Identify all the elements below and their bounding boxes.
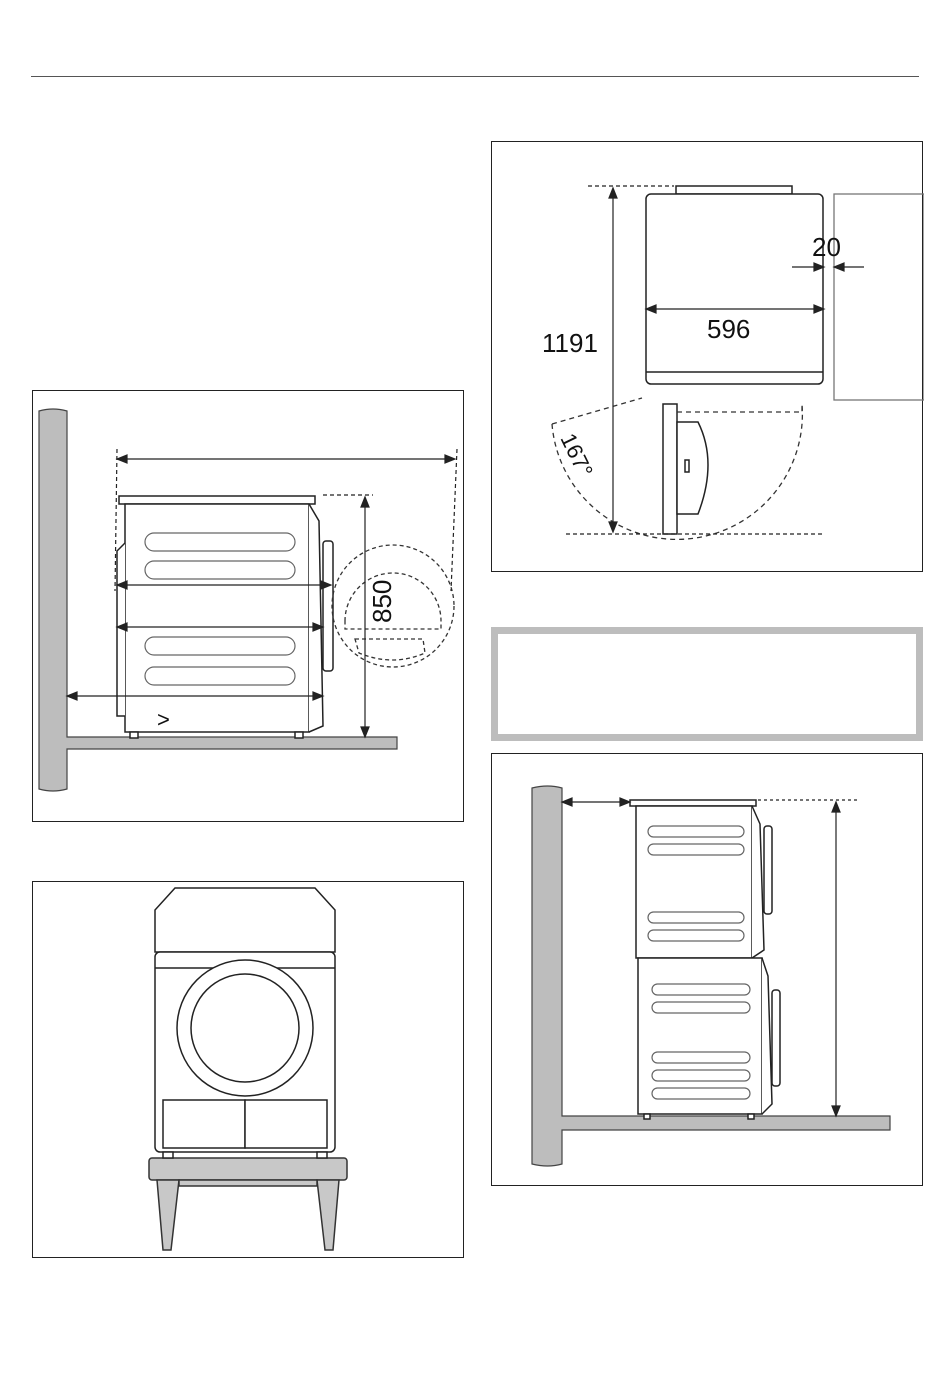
upper-dryer: [630, 800, 772, 958]
stand-view-figure: [32, 881, 464, 1258]
dryer-front: [155, 888, 335, 1158]
side-view-figure: 850 >: [32, 390, 464, 822]
stand: [149, 1158, 347, 1250]
lower-washer: [638, 958, 780, 1119]
total-height-1191-label: 1191: [542, 328, 598, 358]
cabinet-neighbour: [834, 194, 924, 400]
width-596-label: 596: [707, 314, 750, 344]
door-angle-label: 167°: [556, 429, 598, 481]
top-view-figure: 1191 596 20 167°: [491, 141, 923, 572]
gap-20-label: 20: [812, 232, 841, 262]
stacked-view-figure: [491, 753, 923, 1186]
notice-text: [498, 634, 916, 658]
dryer-top-outline: [646, 186, 823, 384]
dryer-side-outline: [117, 496, 333, 738]
notice-box: [491, 627, 923, 741]
clearance-symbol: >: [157, 707, 170, 732]
height-850-label: 850: [367, 580, 397, 623]
open-door: [663, 404, 708, 534]
header-rule: [31, 76, 919, 77]
